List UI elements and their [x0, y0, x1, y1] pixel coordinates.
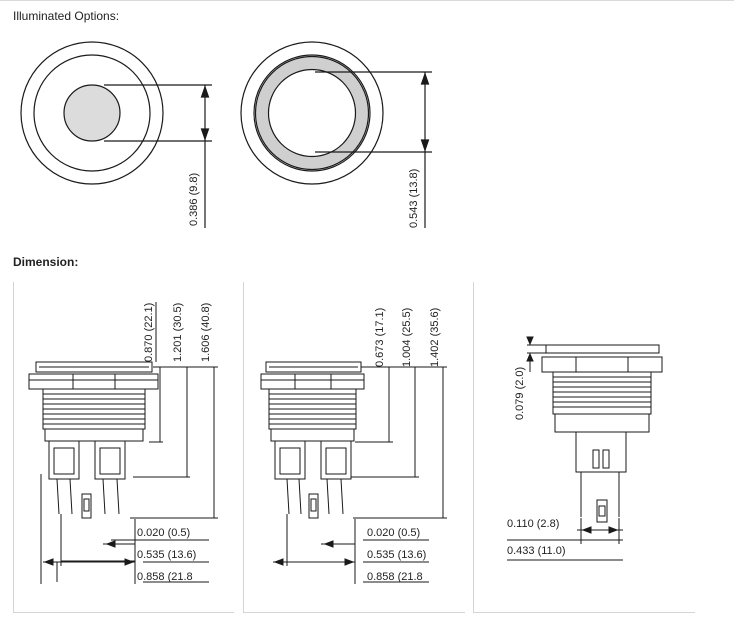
height-dimension-lines-view-2: [351, 366, 447, 519]
dot-dimension-lines: [104, 84, 212, 228]
switch-body-view-2: [260, 361, 365, 519]
ring-dimension-lines: [315, 71, 432, 228]
ring-dimension-label: 0.543 (13.8): [408, 169, 420, 228]
switch-body-view-1: [28, 361, 159, 584]
height-label-1-view-2: 0.673 (17.1): [374, 308, 386, 367]
width-label-3-view-2: 0.858 (21.8: [367, 571, 423, 583]
illuminated-options-diagram: 0.386 (9.8) 0.543 (13.8): [20, 41, 432, 228]
height-label-3-view-2: 1.402 (35.6): [429, 308, 441, 367]
width-label-1-view-1: 0.020 (0.5): [137, 527, 190, 539]
illuminated-options-heading: Illuminated Options:: [13, 9, 120, 23]
width-dimension-lines-view-2: [273, 514, 429, 584]
dimension-panel-1: [13, 282, 234, 613]
ring-illumination-button: [240, 41, 384, 185]
dimension-panel-2: [243, 282, 465, 613]
dimension-side-view: 0.079 (2.0) 0.110 (2.8) 0.433 (11.0): [507, 336, 663, 561]
height-label-2-view-1: 1.201 (30.5): [172, 303, 184, 362]
width-label-1-view-2: 0.020 (0.5): [367, 527, 420, 539]
height-label-side-view: 0.079 (2.0): [514, 367, 526, 420]
width-label-1-side-view: 0.110 (2.8): [507, 518, 559, 530]
width-dimension-lines-view-1: [43, 514, 209, 584]
dimension-view-1: 0.870 (22.1) 1.201 (30.5) 1.606 (40.8) 0…: [28, 302, 218, 584]
dimension-view-2: 0.673 (17.1) 1.004 (25.5) 1.402 (35.6) 0…: [260, 308, 447, 584]
height-label-2-view-2: 1.004 (25.5): [401, 308, 413, 367]
width-dimension-lines-side-view: [507, 518, 623, 561]
height-label-3-view-1: 1.606 (40.8): [200, 303, 212, 362]
dot-dimension-label: 0.386 (9.8): [188, 173, 200, 226]
dot-illumination-button: [20, 41, 164, 185]
width-label-3-view-1: 0.858 (21.8: [137, 571, 193, 583]
dimension-heading: Dimension:: [13, 255, 79, 269]
top-divider: [0, 0, 734, 1]
width-label-2-side-view: 0.433 (11.0): [507, 545, 566, 557]
height-label-1-view-1: 0.870 (22.1): [143, 303, 155, 362]
switch-body-side-view: [541, 344, 663, 523]
height-dimension-lines-side-view: [526, 336, 553, 372]
height-dimension-lines-view-1: [130, 302, 218, 519]
width-label-2-view-1: 0.535 (13.6): [137, 549, 196, 561]
dimension-panel-3: [473, 282, 695, 613]
width-label-2-view-2: 0.535 (13.6): [367, 549, 426, 561]
